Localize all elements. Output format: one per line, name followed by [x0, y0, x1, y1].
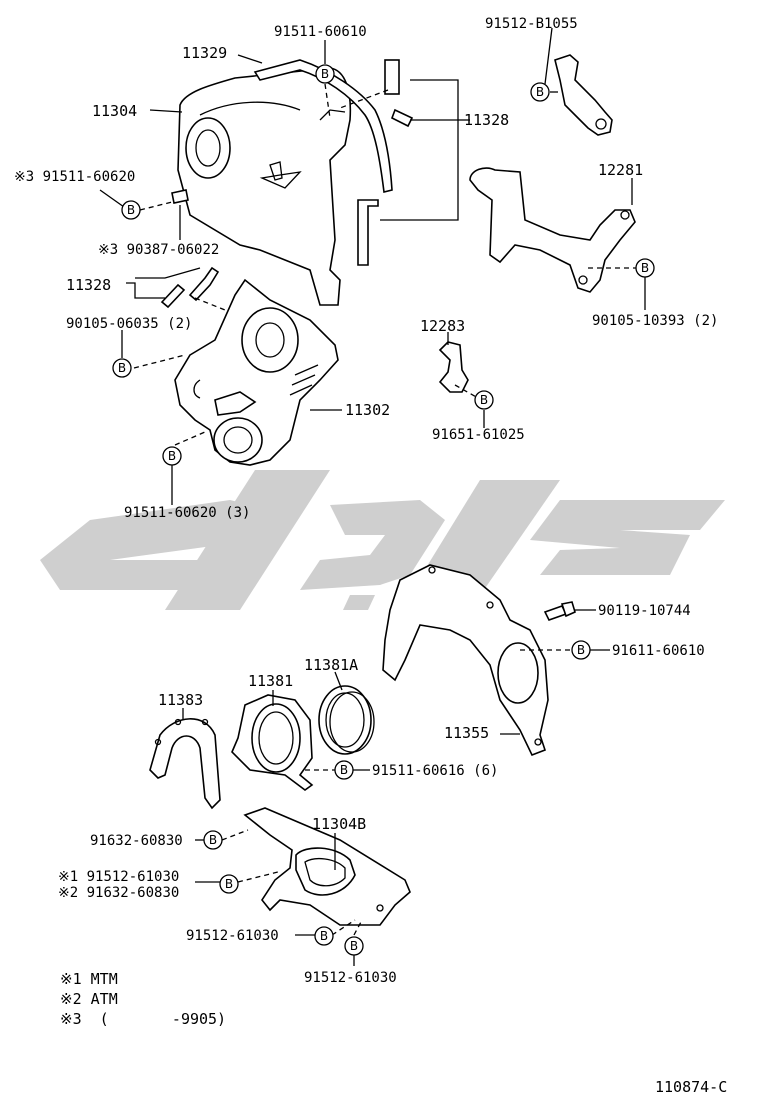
label-12281: 12281: [598, 161, 643, 179]
bolt-marker: B: [219, 874, 239, 894]
part-90119-10744-bolt: [543, 601, 576, 621]
svg-text:B: B: [577, 643, 585, 657]
part-11381-seal-retainer: [231, 694, 314, 791]
label-90105-10393: 90105-10393 (2): [592, 313, 718, 329]
label-11328-left: 11328: [66, 276, 111, 294]
svg-text:B: B: [321, 67, 329, 81]
part-11383-retainer: [149, 718, 221, 810]
label-12283: 12283: [420, 317, 465, 335]
part-91512-B1055-bracket: [554, 54, 613, 136]
legend-line-3: ※3 ( -9905): [60, 1010, 226, 1028]
label-90105-06035: 90105-06035 (2): [66, 316, 192, 332]
label-91511-60620-3: 91511-60620 (3): [124, 505, 250, 521]
bolt-marker: B: [571, 640, 591, 660]
bolt-marker: B: [203, 830, 223, 850]
label-91512-61030-b: 91512-61030: [186, 928, 279, 944]
label-11328-top: 11328: [464, 111, 509, 129]
part-labels: 11329 91511-60610 91512-B1055 11304 1132…: [14, 16, 718, 986]
label-11304: 11304: [92, 102, 137, 120]
label-91512-61030-star1: ※1 91512-61030: [58, 869, 179, 885]
bolt-marker: B: [112, 358, 132, 378]
label-91611-60610: 91611-60610: [612, 643, 705, 659]
part-11329-seal-strip: [253, 59, 393, 193]
legend-line-2: ※2 ATM: [60, 990, 118, 1008]
label-91651-61025: 91651-61025: [432, 427, 525, 443]
bolt-marker: B: [474, 390, 494, 410]
bolt-markers: B B B B B B B B B B B B B: [112, 64, 655, 956]
part-11328-gaskets-top: [357, 59, 414, 266]
label-11383: 11383: [158, 691, 203, 709]
svg-text:B: B: [225, 877, 233, 891]
label-91632-60830-star2: ※2 91632-60830: [58, 885, 179, 901]
part-11304B-cover-lower: [243, 807, 411, 926]
bolt-marker: B: [344, 936, 364, 956]
label-11304B: 11304B: [312, 815, 366, 833]
label-90387-06022: ※3 90387-06022: [98, 242, 219, 258]
label-11329: 11329: [182, 44, 227, 62]
legend: ※1 MTM ※2 ATM ※3 ( -9905): [60, 970, 226, 1028]
part-12281-bracket: [469, 167, 636, 293]
part-11304-timing-cover-upper: [177, 67, 352, 306]
part-11381A-oil-seal: [318, 685, 375, 755]
svg-text:B: B: [168, 449, 176, 463]
label-91511-60616: 91511-60616 (6): [372, 763, 498, 779]
part-12283-clip: [438, 341, 469, 393]
legend-line-1: ※1 MTM: [60, 970, 118, 988]
label-91632-60830: 91632-60830: [90, 833, 183, 849]
svg-text:B: B: [340, 763, 348, 777]
bolt-marker: B: [315, 64, 335, 84]
bolt-marker: B: [334, 760, 354, 780]
label-11302: 11302: [345, 401, 390, 419]
svg-text:B: B: [127, 203, 135, 217]
label-91512-61030-c: 91512-61030: [304, 970, 397, 986]
bolt-marker: B: [314, 926, 334, 946]
label-11381A: 11381A: [304, 656, 358, 674]
part-11302-timing-cover-lower: [174, 278, 339, 466]
bolt-marker: B: [635, 258, 655, 278]
bolt-marker: B: [162, 446, 182, 466]
bolt-marker: B: [530, 82, 550, 102]
watermark-logo: [40, 470, 725, 610]
part-11328-clips-left: [160, 266, 220, 309]
bolt-marker: B: [121, 200, 141, 220]
svg-text:B: B: [350, 939, 358, 953]
svg-text:B: B: [641, 261, 649, 275]
diagram-code: 110874-C: [655, 1078, 727, 1096]
label-91511-60620-star3: ※3 91511-60620: [14, 169, 135, 185]
svg-text:B: B: [320, 929, 328, 943]
label-90119-10744: 90119-10744: [598, 603, 691, 619]
label-91511-60610: 91511-60610: [274, 24, 367, 40]
part-11355-end-plate: [382, 564, 549, 757]
label-11381: 11381: [248, 672, 293, 690]
svg-text:B: B: [480, 393, 488, 407]
svg-text:B: B: [536, 85, 544, 99]
svg-text:B: B: [209, 833, 217, 847]
label-91512-B1055: 91512-B1055: [485, 16, 578, 32]
label-11355: 11355: [444, 724, 489, 742]
leader-lines: [99, 27, 646, 966]
svg-text:B: B: [118, 361, 126, 375]
